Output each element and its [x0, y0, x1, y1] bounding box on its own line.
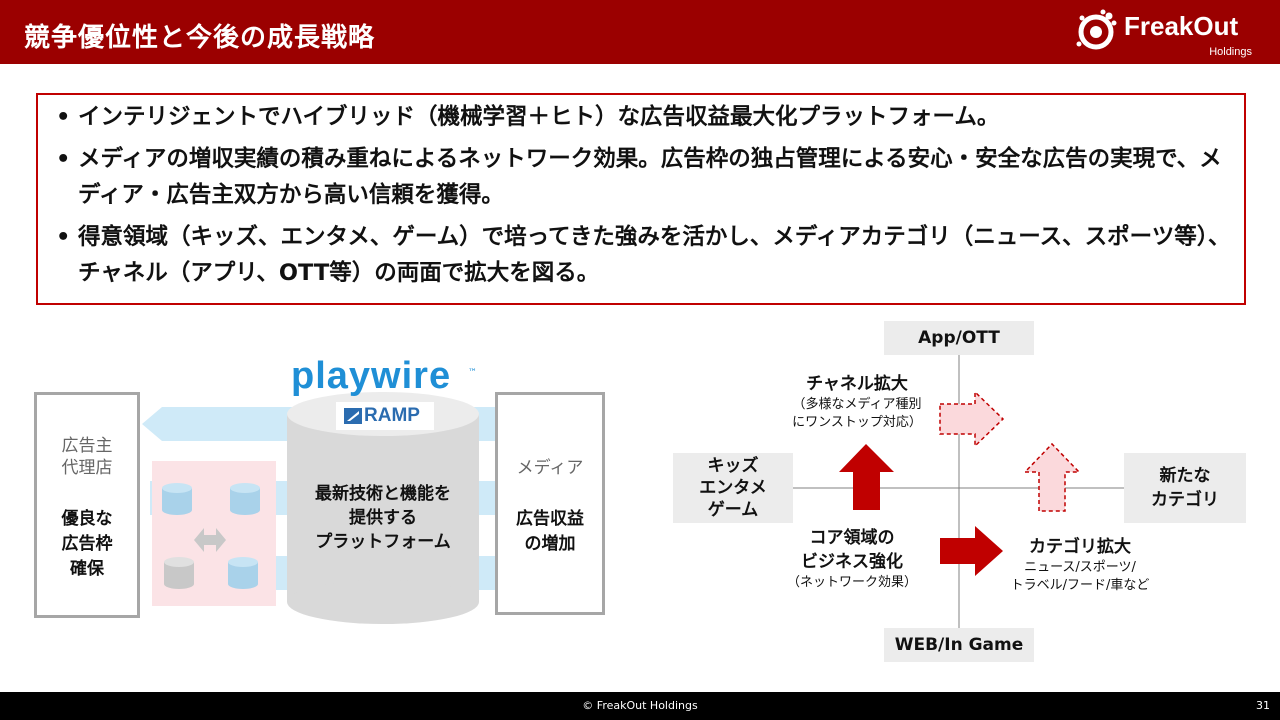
- category-expansion-title: カテゴリ拡大: [1029, 537, 1131, 557]
- platform-line-1: 最新技術と機能を: [315, 484, 451, 504]
- channel-expansion-label: チャネル拡大 （多様なメディア種別 にワンストップ対応）: [772, 372, 942, 432]
- database-icon: [230, 483, 260, 515]
- footer-copyright: © FreakOut Holdings: [582, 699, 698, 712]
- bullet-item: • メディアの増収実績の積み重ねによるネットワーク効果。広告枠の独占管理による安…: [56, 141, 1244, 213]
- channel-expansion-arrow: [939, 390, 1005, 448]
- company-logo: FreakOut Holdings: [1074, 6, 1254, 60]
- agency-label-2: 代理店: [61, 458, 113, 478]
- slide-footer: © FreakOut Holdings 31: [0, 692, 1280, 720]
- bullet-text: メディアの増収実績の積み重ねによるネットワーク効果。広告枠の独占管理による安心・…: [78, 146, 1222, 208]
- category-expansion-arrow: [940, 526, 1003, 576]
- media-box: メディア 広告収益 の増加: [495, 392, 605, 615]
- agency-label-1: 広告主: [61, 436, 113, 456]
- axis-right-line-1: 新たな: [1159, 466, 1211, 486]
- axis-label-bottom: WEB/In Game: [884, 628, 1034, 662]
- axis-left-line-1: キッズ: [707, 456, 759, 476]
- axis-right-line-2: カテゴリ: [1151, 490, 1219, 510]
- axis-left-line-2: エンタメ: [699, 478, 767, 498]
- media-benefit-2: の増加: [524, 534, 576, 554]
- logo-subtitle: Holdings: [1209, 46, 1252, 58]
- trademark-mark: ™: [468, 368, 477, 378]
- platform-line-3: プラットフォーム: [315, 532, 451, 552]
- channel-expansion-sub-2: にワンストップ対応）: [792, 415, 922, 430]
- key-points-box: • インテリジェントでハイブリッド（機械学習＋ヒト）な広告収益最大化プラットフォ…: [36, 93, 1246, 305]
- ramp-logo-icon: [344, 408, 362, 424]
- page-title: 競争優位性と今後の成長戦略: [24, 23, 376, 53]
- media-label: メディア: [516, 458, 584, 478]
- channel-expansion-title: チャネル拡大: [806, 374, 908, 394]
- platform-line-2: 提供する: [349, 508, 417, 528]
- logo-name: FreakOut: [1124, 11, 1239, 41]
- agency-benefit-3: 確保: [70, 559, 104, 579]
- page-number: 31: [1256, 699, 1270, 712]
- database-icon: [164, 557, 194, 589]
- bullet-marker: •: [56, 224, 71, 250]
- agency-box: 広告主 代理店 優良な 広告枠 確保: [34, 392, 140, 618]
- database-icon: [162, 483, 192, 515]
- platform-description: 最新技術と機能を 提供する プラットフォーム: [287, 482, 479, 554]
- exchange-arrows-icon: [194, 528, 226, 552]
- growth-matrix-graphic: [793, 355, 1124, 628]
- freakout-logo-icon: [1076, 9, 1117, 50]
- category-expansion-sub-1: ニュース/スポーツ/: [1024, 560, 1136, 575]
- core-strengthening-arrow: [839, 444, 894, 510]
- category-expansion-sub-2: トラベル/フード/車など: [1010, 578, 1150, 593]
- ramp-badge: RAMP: [336, 402, 434, 430]
- mini-databases-graphic: [162, 483, 260, 589]
- axis-label-right: 新たな カテゴリ: [1124, 453, 1246, 523]
- channel-expansion-sub-1: （多様なメディア種別: [792, 397, 922, 412]
- core-title-1: コア領域の: [809, 528, 895, 548]
- bullet-marker: •: [56, 104, 71, 130]
- axis-label-top: App/OTT: [884, 321, 1034, 355]
- agency-benefit-1: 優良な: [61, 509, 113, 529]
- playwire-logo-text: playwire: [291, 355, 452, 397]
- axis-left-line-3: ゲーム: [707, 500, 759, 520]
- media-benefit-1: 広告収益: [516, 509, 584, 529]
- category-expansion-label: カテゴリ拡大 ニュース/スポーツ/ トラベル/フード/車など: [990, 535, 1170, 595]
- ramp-label: RAMP: [364, 405, 420, 426]
- bullet-text: 得意領域（キッズ、エンタメ、ゲーム）で培ってきた強みを活かし、メディアカテゴリ（…: [78, 224, 1231, 286]
- core-sub: （ネットワーク効果）: [786, 575, 917, 590]
- core-title-2: ビジネス強化: [801, 552, 903, 572]
- agency-benefit-2: 広告枠: [61, 534, 113, 554]
- slide-header: 競争優位性と今後の成長戦略 FreakOut Holdings: [0, 0, 1280, 64]
- core-strengthening-label: コア領域の ビジネス強化 （ネットワーク効果）: [772, 526, 932, 592]
- database-icon: [228, 557, 258, 589]
- new-category-arrow: [1023, 442, 1081, 512]
- axis-label-left: キッズ エンタメ ゲーム: [673, 453, 793, 523]
- bullet-text: インテリジェントでハイブリッド（機械学習＋ヒト）な広告収益最大化プラットフォーム…: [78, 104, 1000, 130]
- bullet-marker: •: [56, 146, 71, 172]
- bullet-item: • 得意領域（キッズ、エンタメ、ゲーム）で培ってきた強みを活かし、メディアカテゴ…: [56, 219, 1244, 291]
- bullet-item: • インテリジェントでハイブリッド（機械学習＋ヒト）な広告収益最大化プラットフォ…: [56, 99, 1244, 135]
